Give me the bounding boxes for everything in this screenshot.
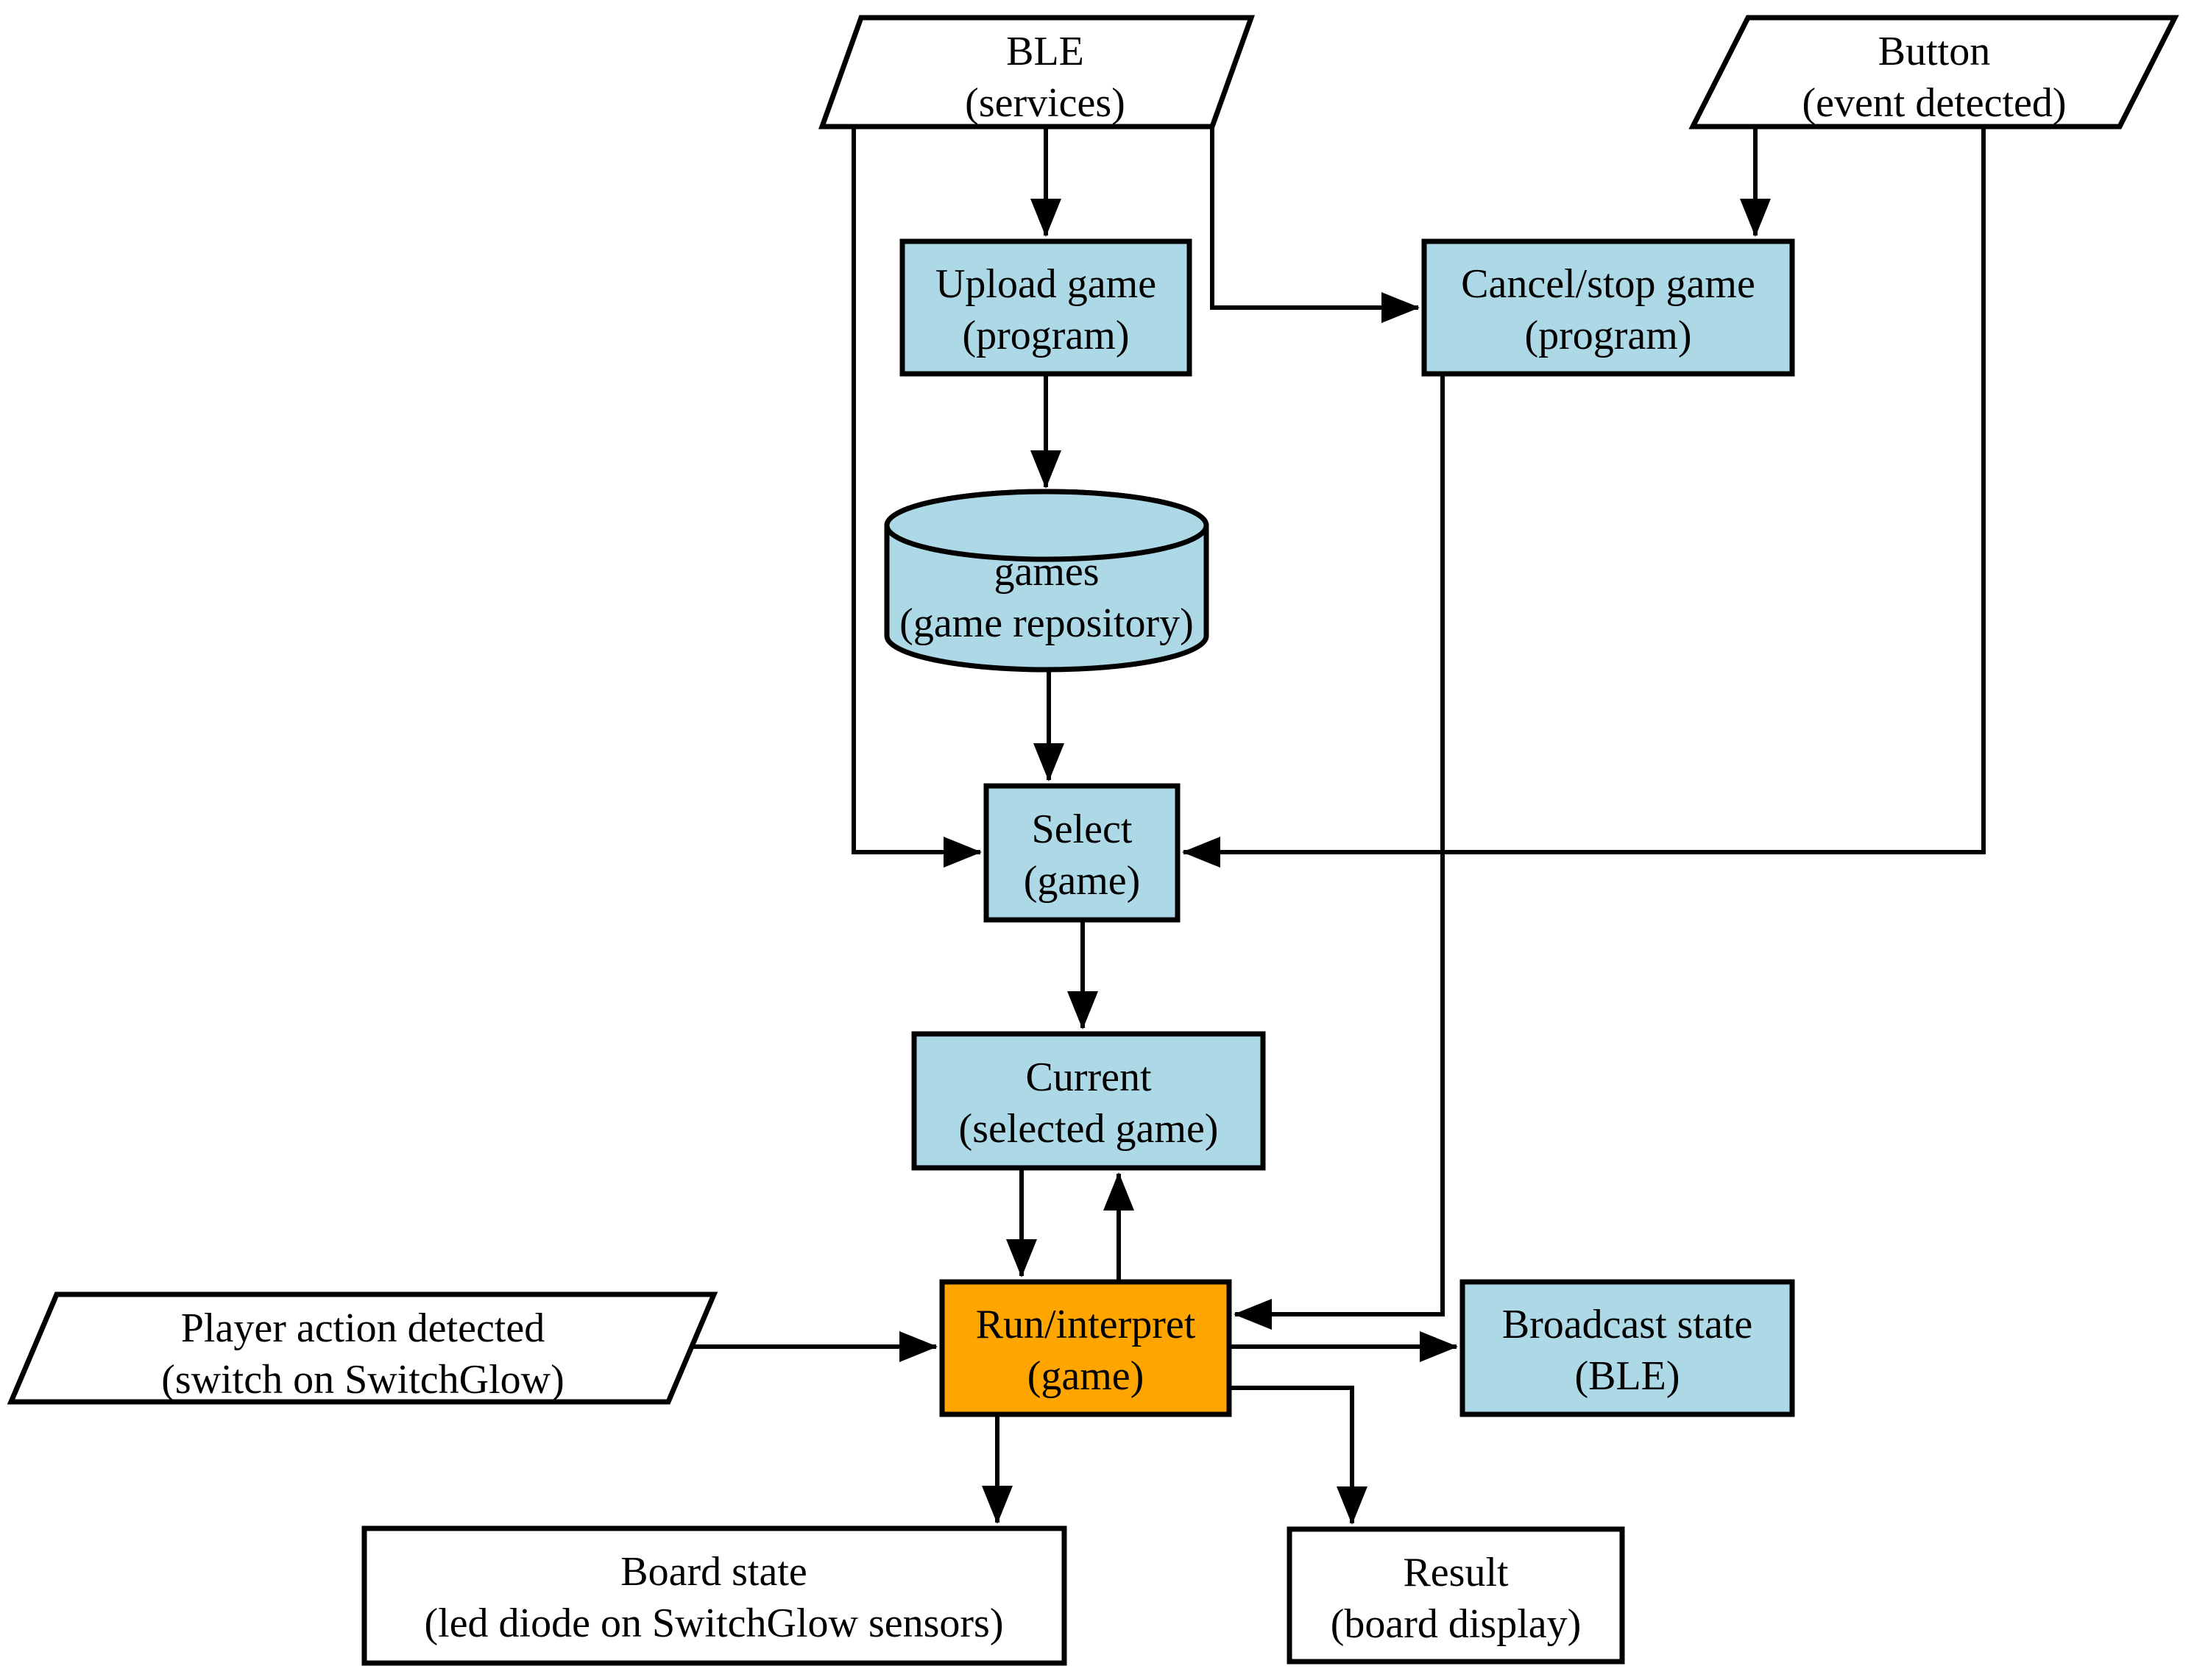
node-run: Run/interpret (game): [939, 1279, 1232, 1417]
node-cancel: Cancel/stop game (program): [1421, 238, 1795, 377]
node-broadcast: Broadcast state (BLE): [1459, 1279, 1795, 1417]
result-label-line1: Result: [1403, 1550, 1509, 1595]
current-label-line2: (selected game): [959, 1106, 1219, 1152]
ble-label-line1: BLE: [1006, 29, 1084, 74]
result-rect: [1287, 1526, 1625, 1665]
node-current: Current (selected game): [911, 1031, 1266, 1171]
node-result: Result (board display): [1287, 1526, 1625, 1665]
node-games: games (game repository): [884, 489, 1209, 673]
ble-parallelogram: [818, 15, 1255, 130]
select-label-line2: (game): [1024, 858, 1141, 904]
edges-layer: [692, 127, 1986, 1525]
run-label-line2: (game): [1027, 1353, 1144, 1399]
broadcast-label-line1: Broadcast state: [1502, 1302, 1753, 1347]
node-upload: Upload game (program): [899, 238, 1192, 377]
button-label-line1: Button: [1878, 29, 1990, 74]
nodes-layer: BLE (services) Button (event detected) U…: [7, 15, 2179, 1666]
board-rect: [361, 1525, 1067, 1666]
games-label-line1: games: [994, 549, 1099, 595]
edge-run-result: [1229, 1386, 1367, 1525]
node-button: Button (event detected): [1688, 15, 2179, 130]
cancel-label-line1: Cancel/stop game: [1461, 261, 1755, 307]
games-label-line2: (game repository): [899, 600, 1194, 646]
button-parallelogram: [1688, 15, 2179, 130]
node-board: Board state (led diode on SwitchGlow sen…: [361, 1525, 1067, 1666]
edge-button-select: [1182, 127, 1986, 868]
board-label-line2: (led diode on SwitchGlow sensors): [424, 1601, 1003, 1646]
upload-label-line2: (program): [962, 313, 1129, 358]
run-rect: [939, 1279, 1232, 1417]
cancel-label-line2: (program): [1524, 313, 1691, 358]
board-label-line1: Board state: [620, 1549, 807, 1595]
edge-cancel-run: [1234, 374, 1445, 1330]
current-label-line1: Current: [1025, 1055, 1152, 1100]
ble-label-line2: (services): [965, 80, 1125, 126]
edge-ble-cancel: [1210, 127, 1420, 323]
select-label-line1: Select: [1032, 807, 1133, 852]
broadcast-rect: [1459, 1279, 1795, 1417]
edge-ble-select: [852, 127, 982, 868]
node-select: Select (game): [983, 783, 1181, 923]
current-rect: [911, 1031, 1266, 1171]
upload-label-line1: Upload game: [935, 261, 1156, 307]
run-label-line1: Run/interpret: [976, 1302, 1196, 1347]
cancel-rect: [1421, 238, 1795, 377]
player-label-line1: Player action detected: [181, 1305, 545, 1351]
select-rect: [983, 783, 1181, 923]
node-player: Player action detected (switch on Switch…: [7, 1291, 718, 1405]
player-label-line2: (switch on SwitchGlow): [161, 1357, 565, 1403]
player-parallelogram: [7, 1291, 718, 1405]
upload-rect: [899, 238, 1192, 377]
broadcast-label-line2: (BLE): [1574, 1353, 1680, 1399]
games-cylinder-top: [884, 489, 1209, 562]
button-label-line2: (event detected): [1802, 80, 2066, 126]
node-ble: BLE (services): [818, 15, 1255, 130]
result-label-line2: (board display): [1331, 1601, 1582, 1647]
